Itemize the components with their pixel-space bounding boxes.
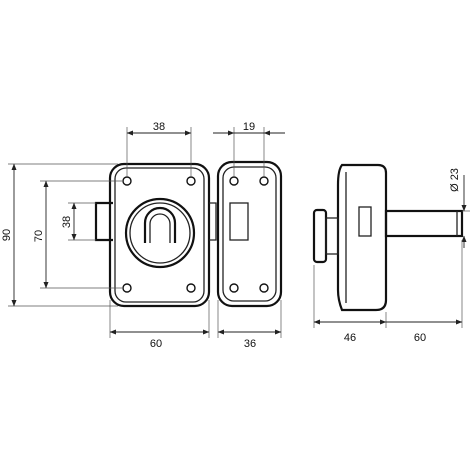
dimension-width-front: 38	[126, 121, 192, 176]
dim-label-keeper-base: 36	[244, 338, 256, 350]
keeper-outline	[216, 160, 283, 308]
mount-hole-bottom-right	[186, 283, 196, 293]
dimension-base-width-front: 60	[109, 300, 210, 350]
cylinder-rosette	[124, 197, 196, 269]
keeper-hole-top-left	[229, 176, 239, 186]
dim-label-height-total: 90	[1, 229, 13, 241]
knob-stem	[325, 217, 339, 255]
dimension-keeper-top: 19	[213, 121, 285, 176]
dimension-height-mid: 70	[33, 180, 122, 289]
dim-label-diameter: Ø 23	[449, 168, 461, 192]
mount-hole-bottom-left	[122, 283, 132, 293]
lock-side-view	[312, 163, 464, 312]
mount-hole-top-left	[122, 176, 132, 186]
dim-label-base-width-front: 60	[150, 338, 162, 350]
keeper-hole-bottom-left	[229, 283, 239, 293]
dim-label-height-mid: 70	[33, 230, 45, 242]
side-body-slot	[358, 206, 372, 237]
dim-label-side-bolt: 60	[414, 332, 426, 344]
keeper-front-view	[216, 160, 283, 308]
mount-hole-top-right	[186, 176, 196, 186]
dimension-keeper-base: 36	[217, 300, 282, 350]
cylinder-rosette-inner	[129, 202, 191, 264]
keyway-slot	[143, 206, 177, 243]
keeper-inner-edge	[222, 166, 277, 302]
keeper-hole-top-right	[259, 176, 269, 186]
dim-label-keeper-top: 19	[243, 121, 255, 133]
lock-body-front-view	[94, 162, 217, 308]
bolt-stub-right	[209, 202, 217, 241]
dim-label-height-small: 38	[61, 216, 73, 228]
dimension-diameter: Ø 23	[449, 168, 470, 248]
bolt-stub-left	[94, 201, 113, 242]
lock-case-inner-edge	[114, 167, 205, 303]
side-bolt	[384, 209, 464, 238]
dimension-height-small: 38	[61, 202, 96, 241]
side-body-outline	[336, 163, 388, 312]
keeper-bolt-slot	[229, 202, 249, 241]
dimension-height-total: 90	[1, 163, 118, 307]
thumb-knob	[312, 208, 328, 264]
dim-label-width-front: 38	[153, 121, 165, 133]
lock-case-outline	[108, 162, 211, 308]
dim-label-side-body: 46	[344, 332, 356, 344]
dimension-side: 46 60	[313, 240, 463, 344]
keeper-hole-bottom-right	[259, 283, 269, 293]
